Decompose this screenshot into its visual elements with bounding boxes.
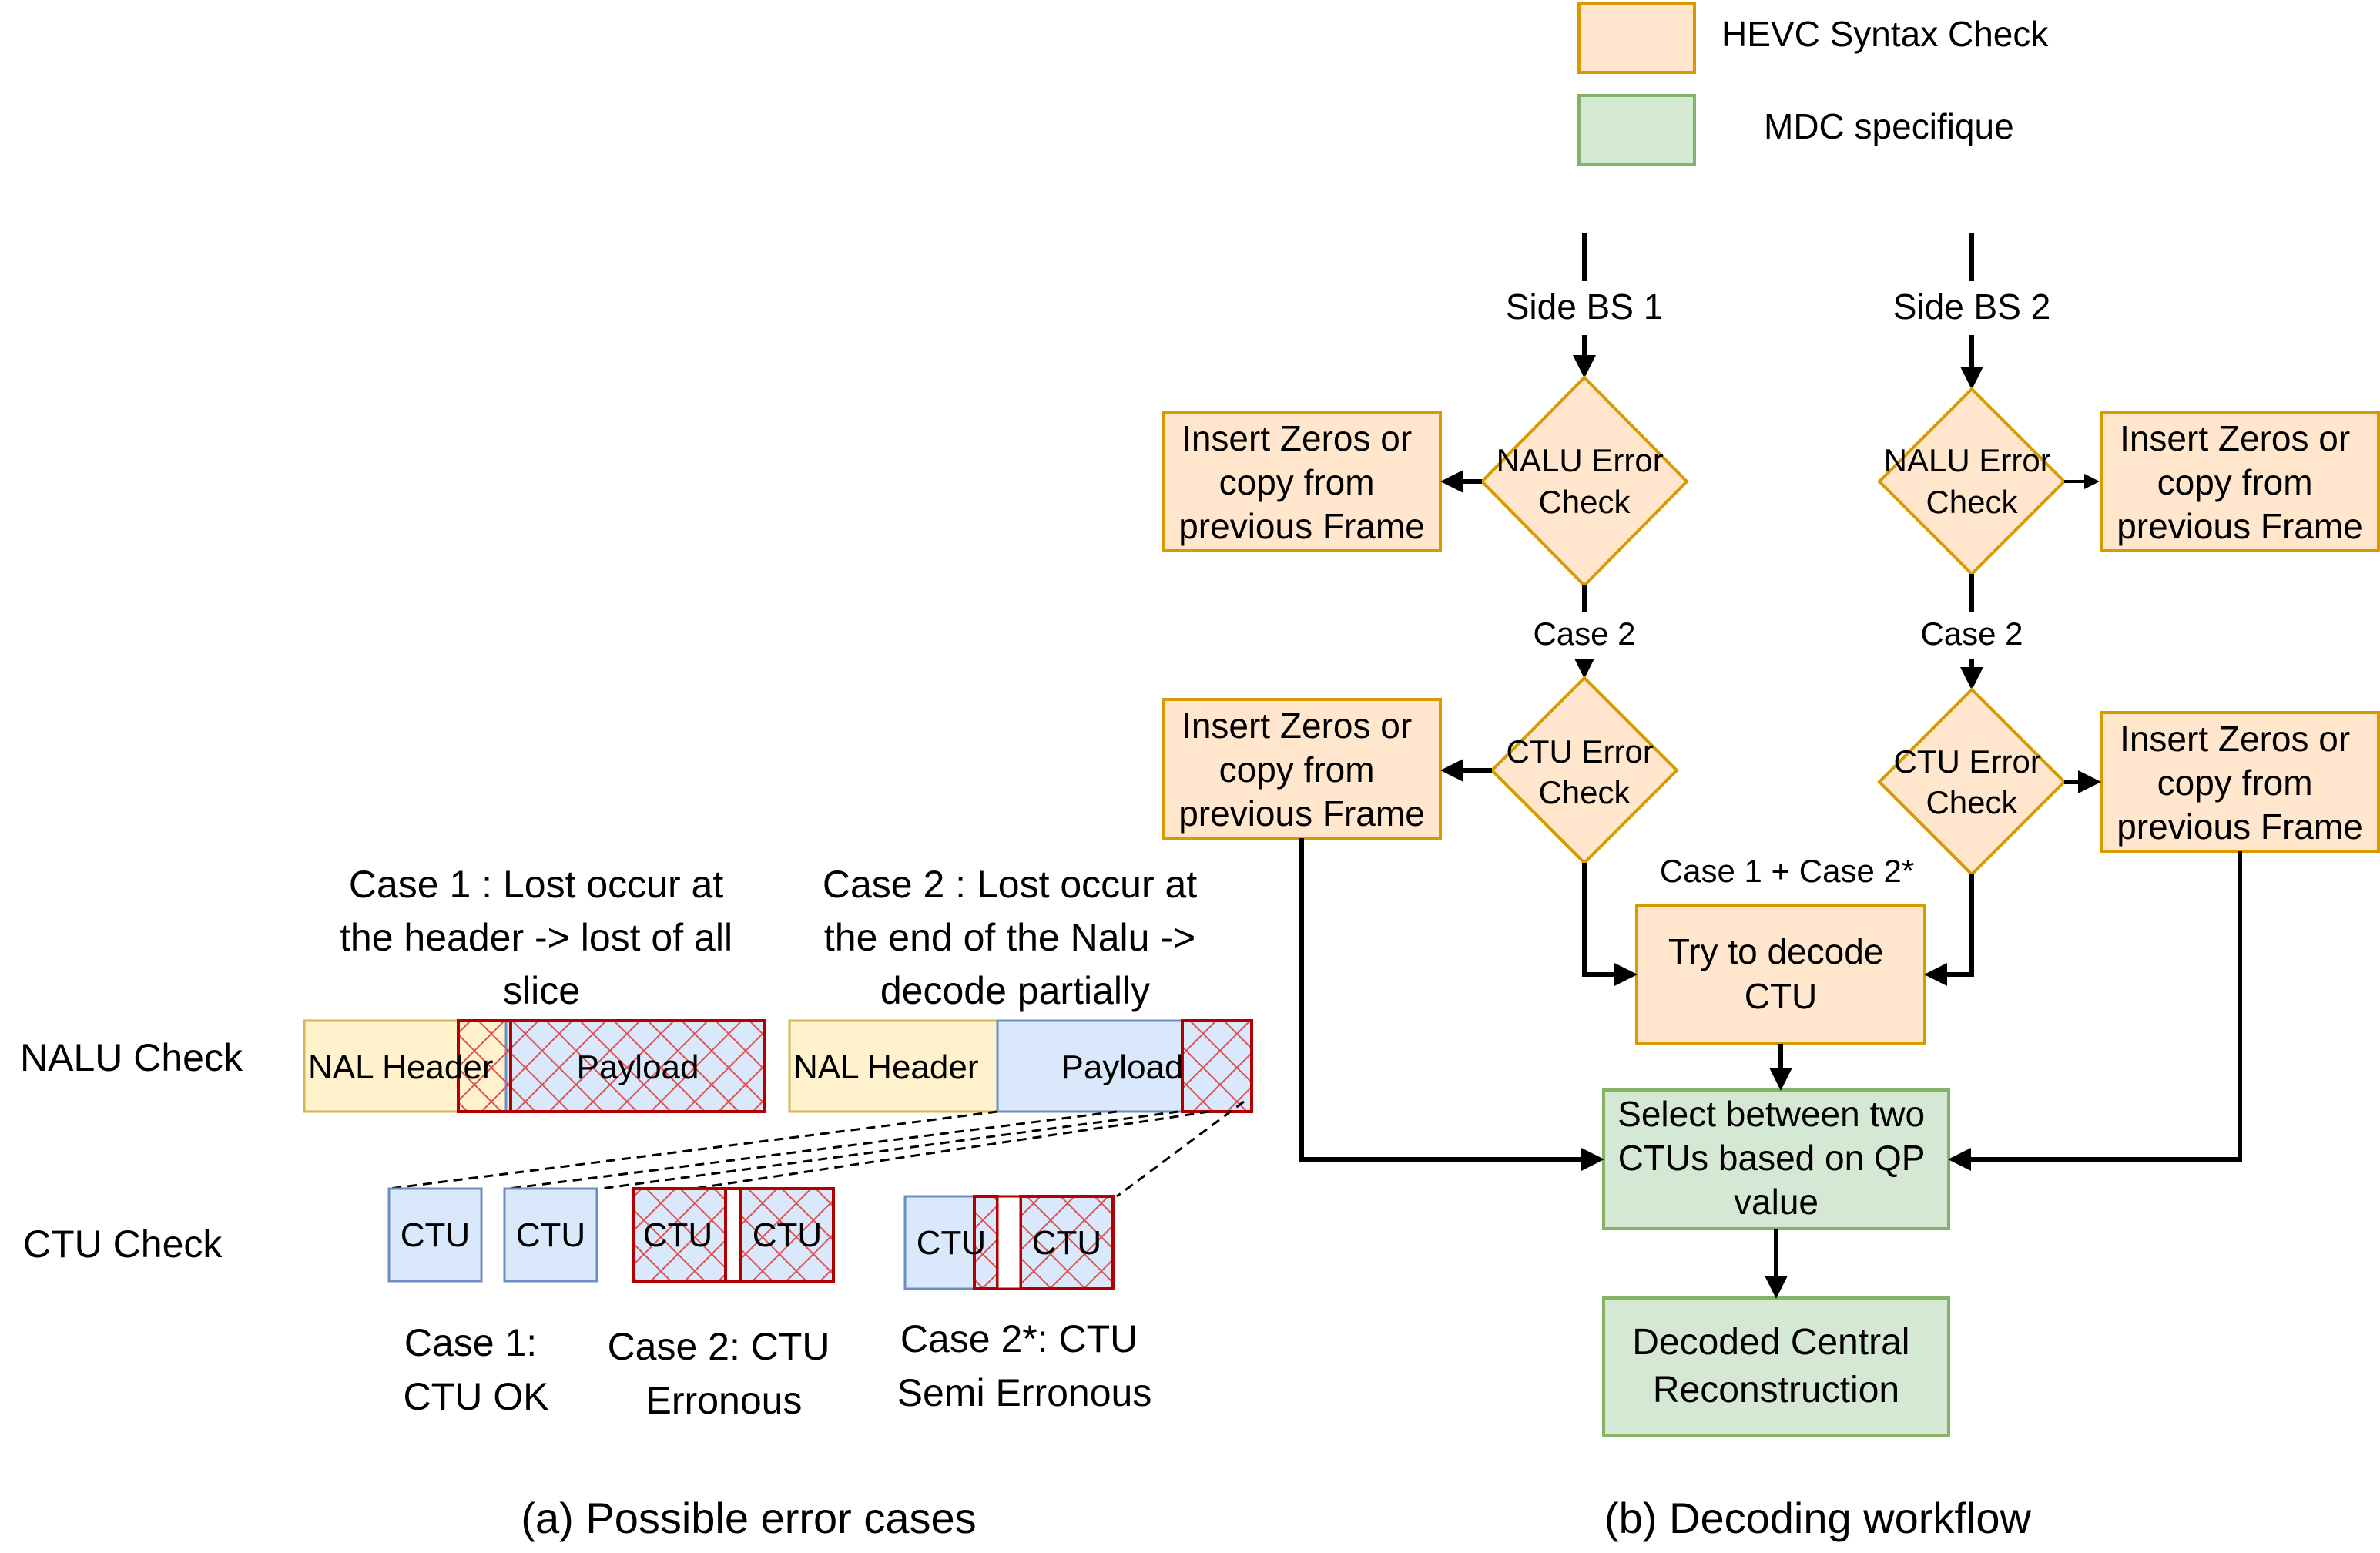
case2-label-right: Case 2: [1920, 615, 2023, 652]
ctu-label: CTU: [753, 1216, 822, 1254]
case1-payload-label: Payload: [576, 1048, 699, 1086]
case2-ctu-label: Case 2: CTU Erronous: [608, 1325, 841, 1422]
insert-right-to-select: [1948, 851, 2242, 1171]
case1-ctu-label: Case 1: CTU OK: [404, 1321, 549, 1418]
ctu-error-check-2: [1877, 687, 2067, 877]
decoded-label: Decoded Central Reconstruction: [1632, 1322, 1920, 1410]
decoded-box: [1602, 1296, 1950, 1437]
ctu-label: CTU: [401, 1216, 470, 1254]
ctu1-to-decode: [1582, 863, 1638, 986]
case1-nal-header-label: NAL Header: [308, 1048, 494, 1086]
insert-box-right-2-label: Insert Zeros or copy from previous Frame: [2117, 719, 2363, 847]
case1-header-error: [457, 1019, 512, 1113]
case2-payload-label: Payload: [1061, 1048, 1183, 1086]
case2-title: Case 2 : Lost occur at the end of the Na…: [823, 863, 1208, 1012]
insert-box-right-1: [2100, 411, 2380, 552]
projection-line: [508, 1110, 1118, 1190]
case2-nal-header-label: NAL Header: [793, 1048, 979, 1086]
insert-left-to-select: [1299, 838, 1604, 1171]
case1-title: Case 1 : Lost occur at the header -> los…: [340, 863, 743, 1012]
insert-box-left-1-label: Insert Zeros or copy from previous Frame: [1178, 418, 1425, 546]
side-bs1-label: Side BS 1: [1506, 287, 1664, 327]
nalu-error-check-2-label: NALU Error Check: [1884, 442, 2060, 520]
ctu-label: CTU: [917, 1224, 986, 1262]
case2-payload-error: [1181, 1019, 1253, 1113]
ctu-error-check-1-label: CTU Error Check: [1507, 733, 1663, 810]
case1-payload-error: [509, 1019, 766, 1113]
ctu2-to-decode: [1924, 874, 1974, 986]
ctu-error-check-2-label: CTU Error Check: [1894, 743, 2050, 820]
try-decode-label: Try to decode CTU: [1668, 931, 1893, 1016]
try-decode-box: [1635, 904, 1926, 1045]
legend: HEVC Syntax Check MDC specifique: [1577, 2, 2049, 166]
ctu-semi-gap: [996, 1195, 1022, 1290]
projection-line: [388, 1110, 998, 1190]
legend-syntax-swatch: [1577, 2, 1696, 74]
insert-box-right-2: [2100, 711, 2380, 853]
projection-line: [600, 1110, 1179, 1190]
ctu-erronous-frame: [632, 1187, 835, 1283]
ctu-error-check-1: [1490, 676, 1679, 865]
right-caption: (b) Decoding workflow: [1604, 1494, 2032, 1542]
projection-line: [1116, 1100, 1245, 1198]
ctu-check-row-label: CTU Check: [23, 1223, 223, 1266]
projection-line: [692, 1110, 1210, 1190]
case2-nal-header: [788, 1019, 999, 1113]
legend-mdc-swatch: [1577, 94, 1696, 166]
select-label: Select between two CTUs based on QP valu…: [1617, 1094, 1935, 1222]
legend-syntax-label: HEVC Syntax Check: [1721, 14, 2049, 54]
case2-label-left: Case 2: [1533, 615, 1635, 652]
insert-box-left-2-label: Insert Zeros or copy from previous Frame: [1178, 706, 1425, 834]
error-cases-panel: Case 1 : Lost occur at the header -> los…: [20, 863, 1253, 1542]
ctu-label: CTU: [1032, 1224, 1101, 1262]
legend-mdc-label: MDC specifique: [1764, 106, 2014, 146]
nalu-check-row-label: NALU Check: [20, 1036, 243, 1079]
ctu-ok-1: [387, 1187, 483, 1283]
ctu-label: CTU: [643, 1216, 712, 1254]
ctu-ok-2: [503, 1187, 598, 1283]
nalu-error-check-1: [1480, 375, 1689, 588]
side-bs2-label: Side BS 2: [1893, 287, 2051, 327]
nalu-error-check-1-label: NALU Error Check: [1497, 442, 1673, 520]
ctu-label: CTU: [516, 1216, 585, 1254]
case12-label: Case 1 + Case 2*: [1660, 853, 1914, 889]
case2s-ctu-label: Case 2*: CTU Semi Erronous: [897, 1317, 1152, 1414]
insert-box-right-1-label: Insert Zeros or copy from previous Frame: [2117, 418, 2363, 546]
ctu-erronous-hatch-1: [632, 1187, 727, 1283]
decoding-workflow-panel: Side BS 1 Side BS 2 NALU Error Check NAL…: [1162, 233, 2380, 1542]
nalu-error-check-2: [1877, 387, 2067, 576]
left-caption: (a) Possible error cases: [521, 1494, 976, 1542]
